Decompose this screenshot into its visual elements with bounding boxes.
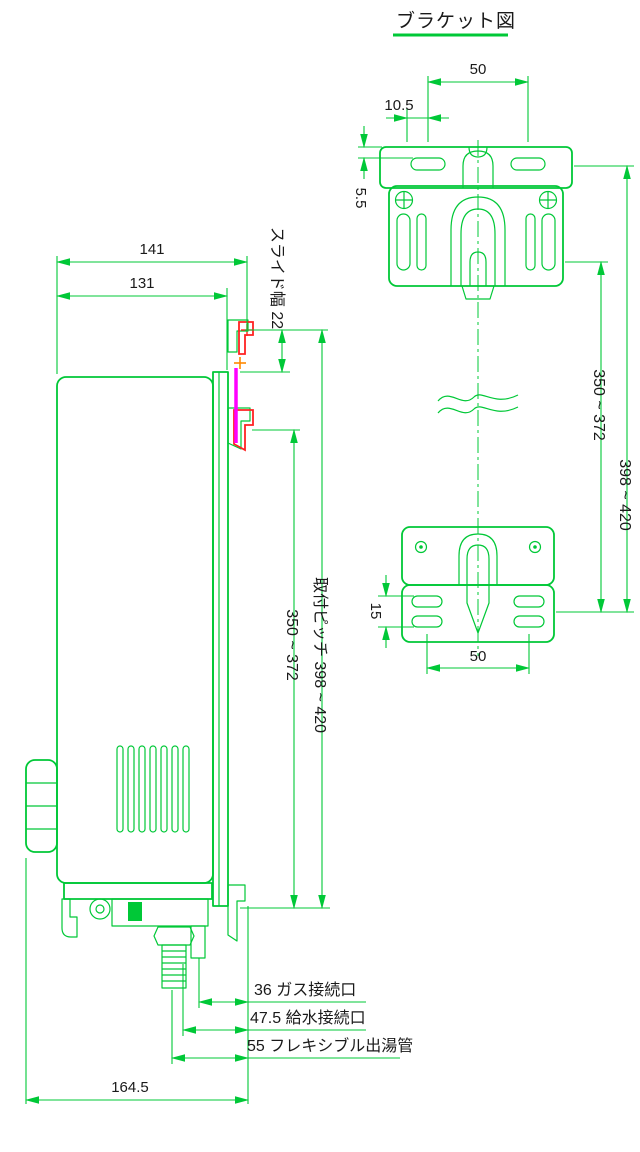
- dim-label: スライド幅 22: [268, 227, 286, 329]
- dim-bracket-top-50: 50: [426, 61, 530, 142]
- bracket-view: ブラケット図: [352, 9, 634, 674]
- dim-label: 50: [470, 61, 487, 78]
- dim-side-131: 131: [55, 275, 229, 370]
- dim-label: 10.5: [384, 97, 413, 114]
- dim-bracket-398-420: 398 ~ 420: [556, 164, 634, 614]
- dim-label: 350 ~ 372: [283, 609, 300, 681]
- gas-valve-block: [128, 902, 142, 921]
- dim-side-gas-36: 36 ガス接続口: [197, 906, 366, 1104]
- bottom-piping: [61, 882, 246, 989]
- dim-bracket-5-5: 5.5: [352, 126, 413, 208]
- side-view: 141 131 スライド幅 22 350 ~ 372 取付ピッチ 398 ~ 4…: [24, 227, 413, 1104]
- wall-mount-hooks: [227, 319, 254, 452]
- dim-side-350-372: 350 ~ 372: [240, 428, 330, 910]
- lower-bracket-highlight: [233, 409, 254, 452]
- dim-label: 15: [367, 603, 384, 620]
- bracket-view-title: ブラケット図: [396, 9, 516, 32]
- flexible-pipe: [161, 944, 187, 989]
- dim-label: 36 ガス接続口: [254, 981, 356, 999]
- dim-side-flex-55: 55 フレキシブル出湯管: [170, 990, 413, 1064]
- heater-body: [25, 371, 229, 907]
- dim-label: 取付ピッチ 398 ~ 420: [311, 577, 329, 733]
- dim-bracket-bottom-50: 50: [425, 634, 531, 674]
- dim-bracket-10-5: 10.5: [384, 97, 449, 142]
- dim-label: 164.5: [111, 1079, 149, 1096]
- dim-label: 350 ~ 372: [590, 369, 607, 441]
- dim-bracket-15: 15: [367, 575, 414, 648]
- front-knob: [25, 759, 58, 853]
- dim-label: 55 フレキシブル出湯管: [247, 1036, 413, 1055]
- upper-bracket-highlight: [238, 321, 254, 355]
- gas-stub: [190, 925, 206, 959]
- top-bracket-body: [388, 185, 564, 300]
- dim-label: 398 ~ 420: [616, 459, 633, 531]
- dim-side-water-47-5: 47.5 給水接続口: [181, 964, 366, 1036]
- dim-bracket-350-372: 350 ~ 372: [565, 260, 608, 614]
- break-lines: [437, 394, 519, 414]
- dim-label: 131: [129, 275, 154, 292]
- dim-label: 141: [139, 241, 164, 258]
- dim-side-164-5: 164.5: [24, 858, 250, 1104]
- dim-label: 5.5: [352, 188, 369, 209]
- lower-wall-bracket: [227, 884, 246, 942]
- top-bracket-flange: [379, 146, 573, 189]
- dim-label: 50: [470, 648, 487, 665]
- mid-cross-marker: [234, 357, 246, 369]
- dim-label: 47.5 給水接続口: [250, 1009, 366, 1027]
- bottom-bracket: [401, 526, 555, 643]
- dim-side-slide-22: スライド幅 22: [240, 227, 328, 374]
- dim-side-pitch-398-420: 取付ピッチ 398 ~ 420: [311, 328, 329, 910]
- pipe-nut: [153, 926, 195, 946]
- dim-side-141: 141: [55, 241, 249, 374]
